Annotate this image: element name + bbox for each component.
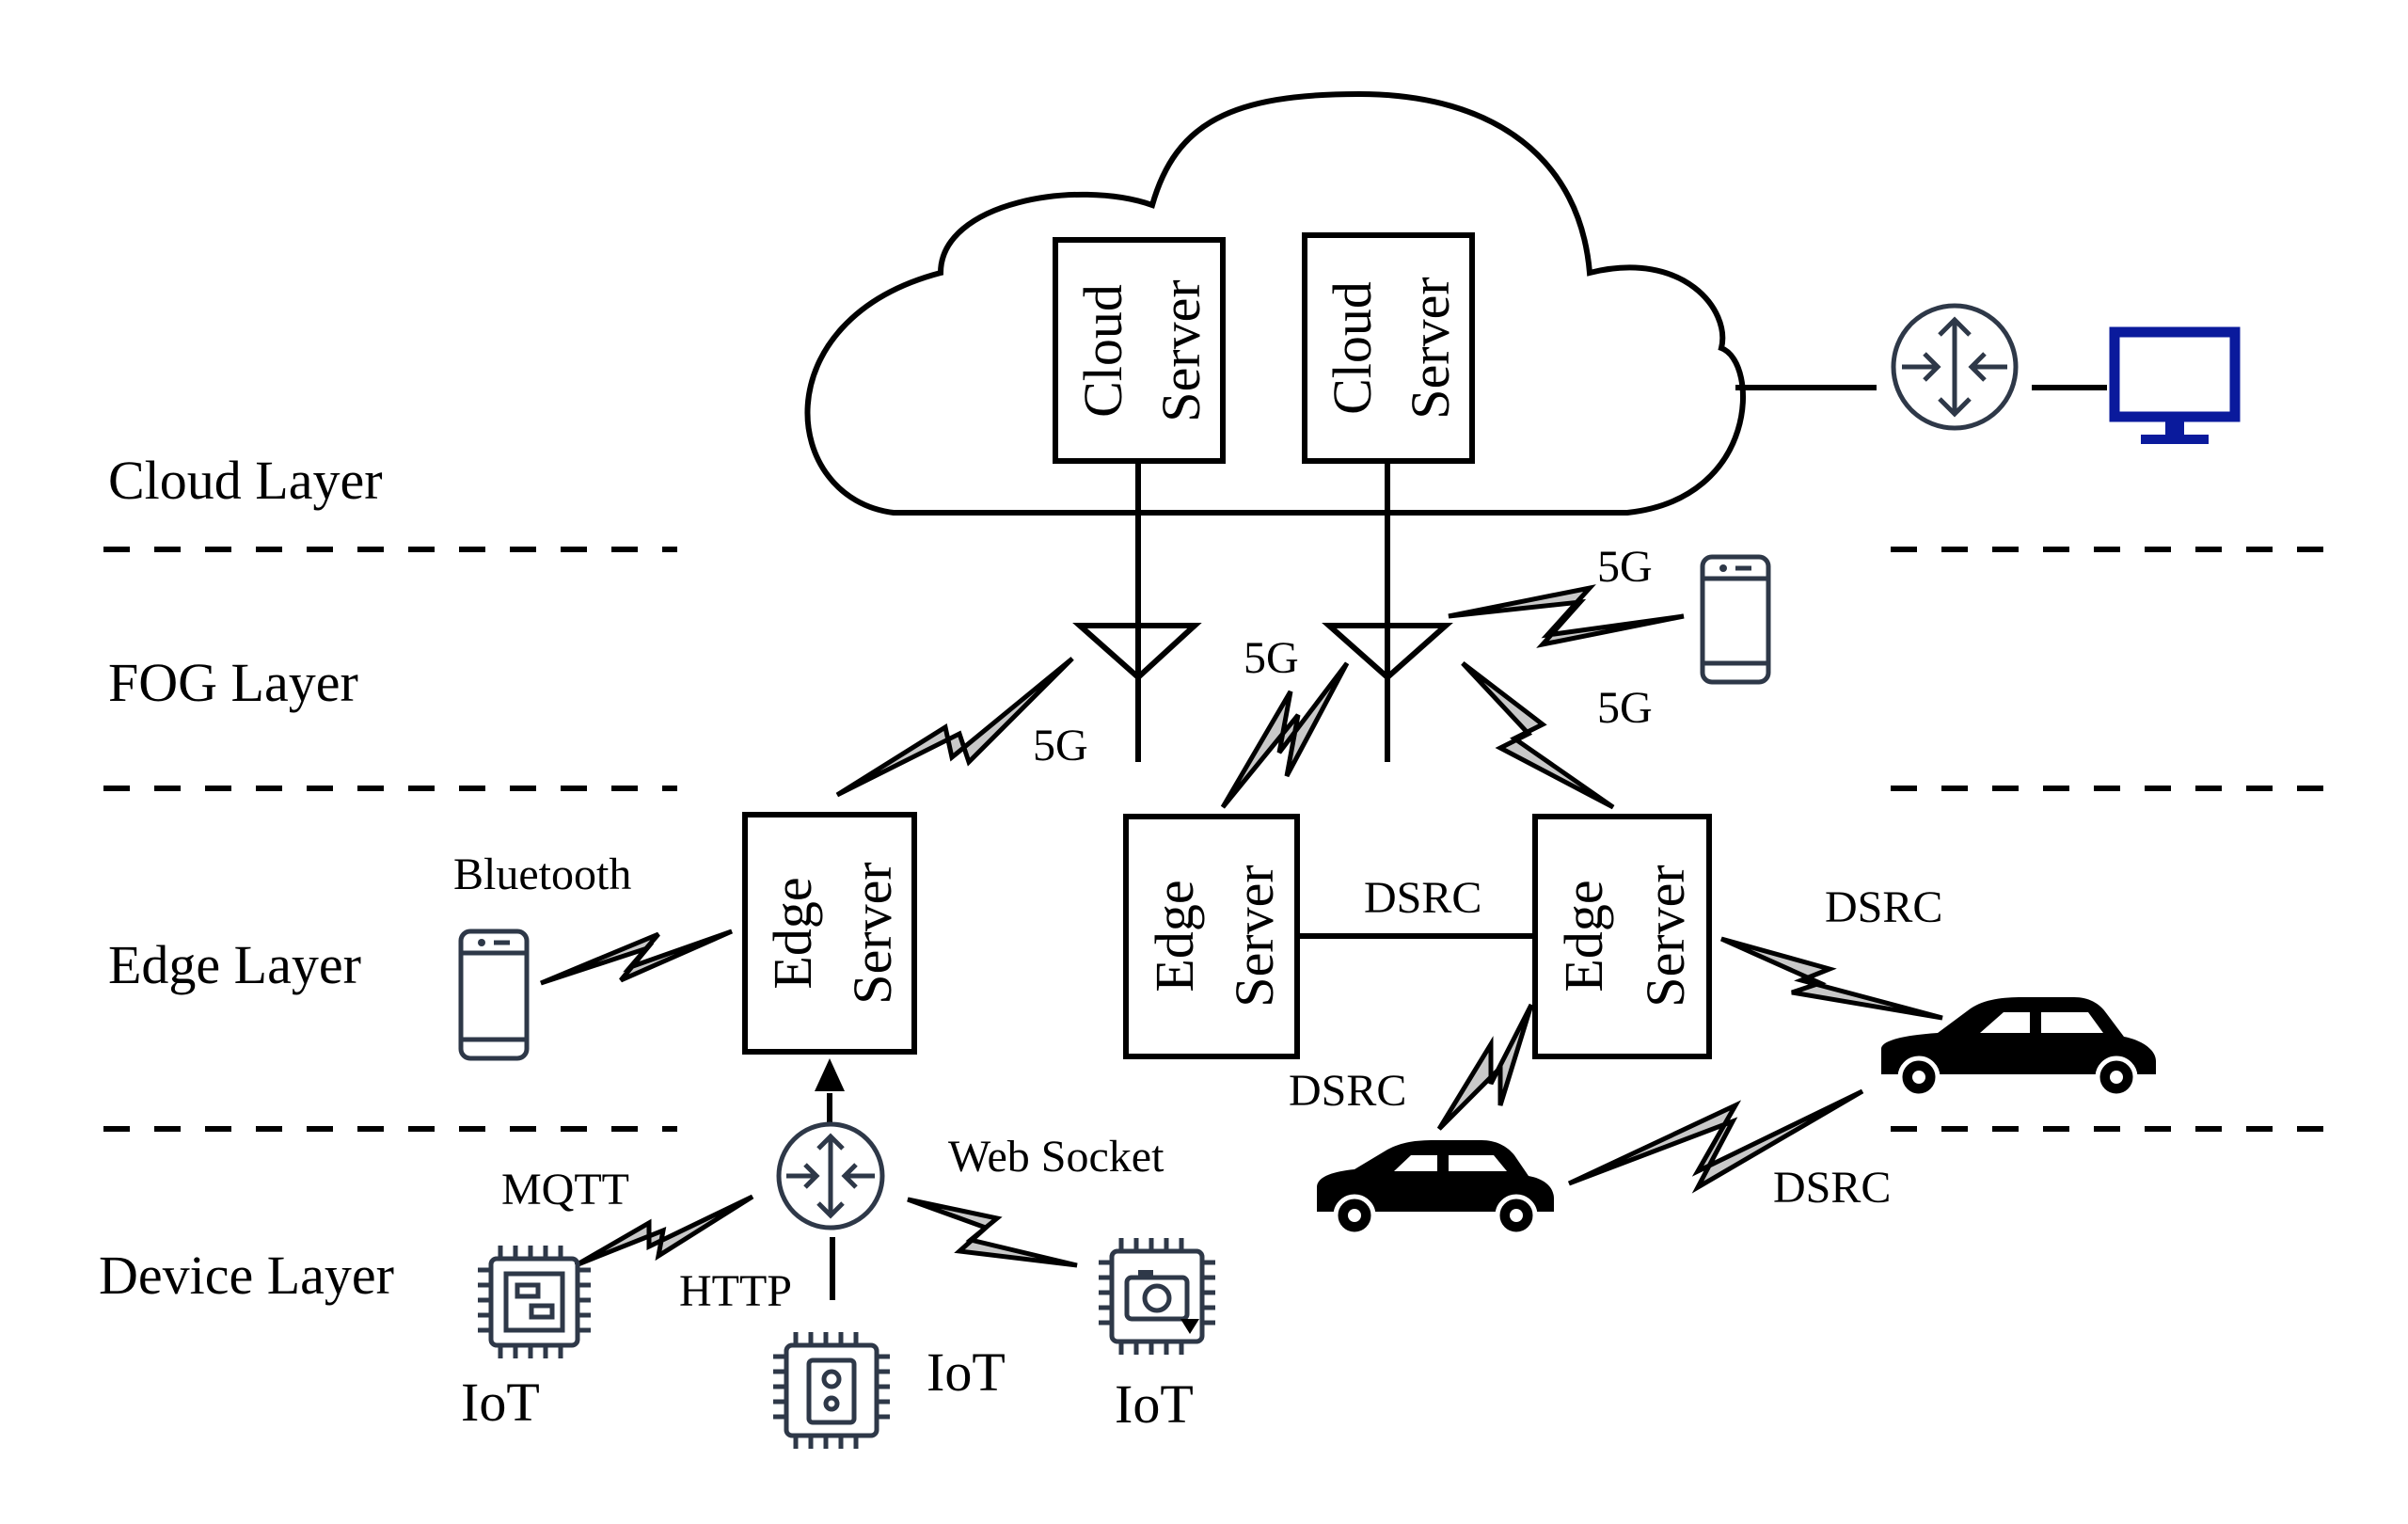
layer-label-device: Device Layer [99,1245,394,1306]
bolt-websocket [907,1197,1078,1268]
bolt-5g-edge1 [835,657,1074,798]
edge-server-1: Edge Server [742,812,917,1055]
label-5g-edge3: 5G [1597,683,1653,733]
label-dsrc-car-car: DSRC [1773,1163,1891,1213]
router-icon [1891,303,2019,431]
label-mqtt: MQTT [501,1165,629,1214]
edge-server-1-label-line1: Edge [762,877,823,989]
router-icon [776,1121,885,1230]
chip-icon [478,1246,591,1358]
cloud-server-1: Cloud Server [1053,237,1226,464]
layer-label-fog: FOG Layer [108,652,358,713]
layer-label-cloud: Cloud Layer [108,450,383,511]
car-icon [1317,1140,1554,1237]
label-iot-middle: IoT [927,1341,1006,1403]
chip-icon [773,1332,890,1449]
wireless-links [540,584,1943,1268]
label-dsrc-car1: DSRC [1289,1066,1406,1116]
layer-separators [103,547,2323,1132]
label-5g-edge1: 5G [1033,721,1088,770]
antenna-icon [1322,623,1453,682]
edge-server-3-label-line2: Server [1635,865,1696,1007]
bolt-dsrc-car-car [1567,1088,1864,1194]
edge-server-2-label-line1: Edge [1144,880,1205,992]
cloud-server-2-label-line1: Cloud [1322,281,1383,415]
cloud-server-1-label-line2: Server [1150,279,1212,421]
edge-server-3-label-line1: Edge [1553,880,1614,992]
label-5g-phone: 5G [1597,542,1653,592]
bolt-5g-edge2 [1220,661,1350,809]
label-iot-right: IoT [1115,1373,1194,1435]
smartphone-icon [458,929,530,1061]
edge-server-3: Edge Server [1532,814,1712,1059]
arrow-up-icon [815,1058,845,1091]
label-dsrc-edge: DSRC [1364,873,1481,923]
label-5g-antenna2: 5G [1244,633,1299,683]
bolt-dsrc-car2 [1719,936,1943,1021]
label-bluetooth: Bluetooth [453,849,631,899]
cloud-server-2: Cloud Server [1302,232,1475,464]
smartphone-icon [1700,554,1771,685]
bolt-bluetooth [540,929,734,986]
label-iot-left: IoT [461,1372,540,1433]
cloud-server-1-label-line1: Cloud [1072,284,1133,418]
bolt-5g-edge3 [1461,661,1615,810]
bolt-5g-phone [1448,584,1685,648]
car-icon [1881,997,2156,1099]
edge-server-1-label-line2: Server [842,862,903,1004]
bolt-dsrc-car1 [1436,1003,1534,1131]
cloud-server-2-label-line2: Server [1400,277,1461,419]
monitor-icon [2109,326,2241,444]
bolt-mqtt [574,1194,754,1268]
chip-icon [1099,1238,1215,1355]
label-websocket: Web Socket [948,1132,1164,1182]
cloud-icon [804,90,1746,516]
layer-label-edge: Edge Layer [108,934,361,995]
antenna-icon [1072,623,1202,682]
edge-server-2: Edge Server [1123,814,1300,1059]
edge-server-2-label-line2: Server [1224,865,1285,1007]
label-http: HTTP [679,1266,792,1316]
label-dsrc-car2: DSRC [1825,882,1942,932]
